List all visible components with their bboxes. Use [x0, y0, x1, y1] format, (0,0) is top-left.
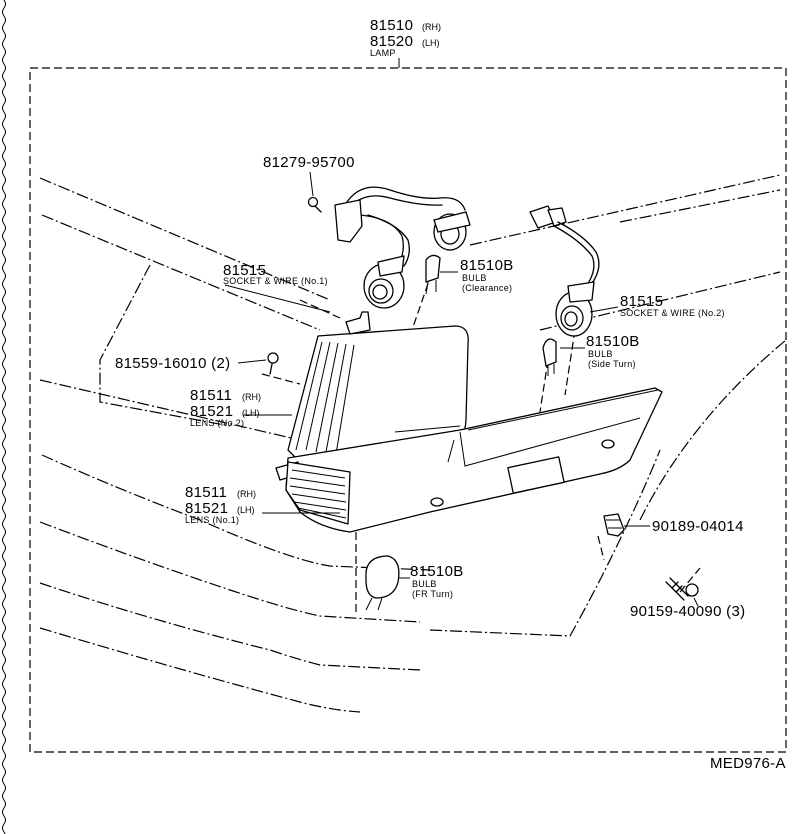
lens1-part-rh: 81511 [185, 484, 227, 501]
screw-left-label: 81559-16010 (2) [115, 355, 230, 372]
bulb-fr-name: BULB [412, 579, 437, 589]
bulb-clearance-name: BULB [462, 273, 487, 283]
lens1-lh-suffix: (LH) [237, 505, 255, 515]
title-rh-suffix: (RH) [422, 22, 441, 32]
vehicle-body-outline [39, 174, 787, 713]
bulb-side-turn-icon [542, 338, 557, 376]
clip-label: 90189-04014 [652, 518, 744, 535]
assembly-hidden-lines [261, 271, 701, 612]
bulb-fr-turn-icon [365, 555, 400, 611]
lens1-rh-suffix: (RH) [237, 489, 256, 499]
socket-no2-name: SOCKET & WIRE (No.2) [620, 308, 725, 318]
lens2-lh-suffix: (LH) [242, 408, 260, 418]
bulb-clearance-icon [425, 254, 441, 295]
lens-no1 [275, 387, 663, 533]
lens2-part-lh: 81521 [190, 403, 233, 420]
bulb-side-desc: (Side Turn) [588, 359, 636, 369]
page-edge-left [2, 0, 6, 834]
socket-no2-part: 81515 [620, 293, 663, 310]
lens2-part-rh: 81511 [190, 387, 232, 404]
screw-top-label: 81279-95700 [263, 154, 355, 171]
lens1-part-lh: 81521 [185, 500, 228, 517]
title-part-rh: 81510 [370, 17, 413, 34]
bulb-fr-part: 81510B [410, 563, 464, 580]
socket-wire-no2 [529, 205, 600, 337]
bulb-fr-desc: (FR Turn) [412, 589, 453, 599]
screw-bottom-label: 90159-40090 (3) [630, 603, 745, 620]
clip-90189-icon [603, 513, 625, 537]
assembly-boundary [29, 67, 787, 753]
lens-no2 [287, 311, 469, 463]
socket-no1-part: 81515 [223, 262, 266, 279]
socket-wire-no1 [334, 186, 471, 309]
bulb-clearance-part: 81510B [460, 257, 514, 274]
bulb-clearance-desc: (Clearance) [462, 283, 512, 293]
screw-90159-icon [665, 577, 699, 601]
reflector-hatch [285, 461, 351, 525]
lens1-name: LENS (No.1) [185, 515, 239, 525]
title-part-lh: 81520 [370, 33, 413, 50]
bulb-side-part: 81510B [586, 333, 640, 350]
lens2-name: LENS (No.2) [190, 418, 244, 428]
figure-code: MED976-A [710, 755, 786, 772]
title-name: LAMP [370, 48, 396, 58]
bulb-side-name: BULB [588, 349, 613, 359]
leader-lines [224, 171, 699, 607]
lens2-rh-suffix: (RH) [242, 392, 261, 402]
socket-no1-name: SOCKET & WIRE (No.1) [223, 276, 328, 286]
screw-81279-icon [307, 196, 322, 213]
screw-81559-icon [267, 352, 279, 375]
title-lh-suffix: (LH) [422, 38, 440, 48]
